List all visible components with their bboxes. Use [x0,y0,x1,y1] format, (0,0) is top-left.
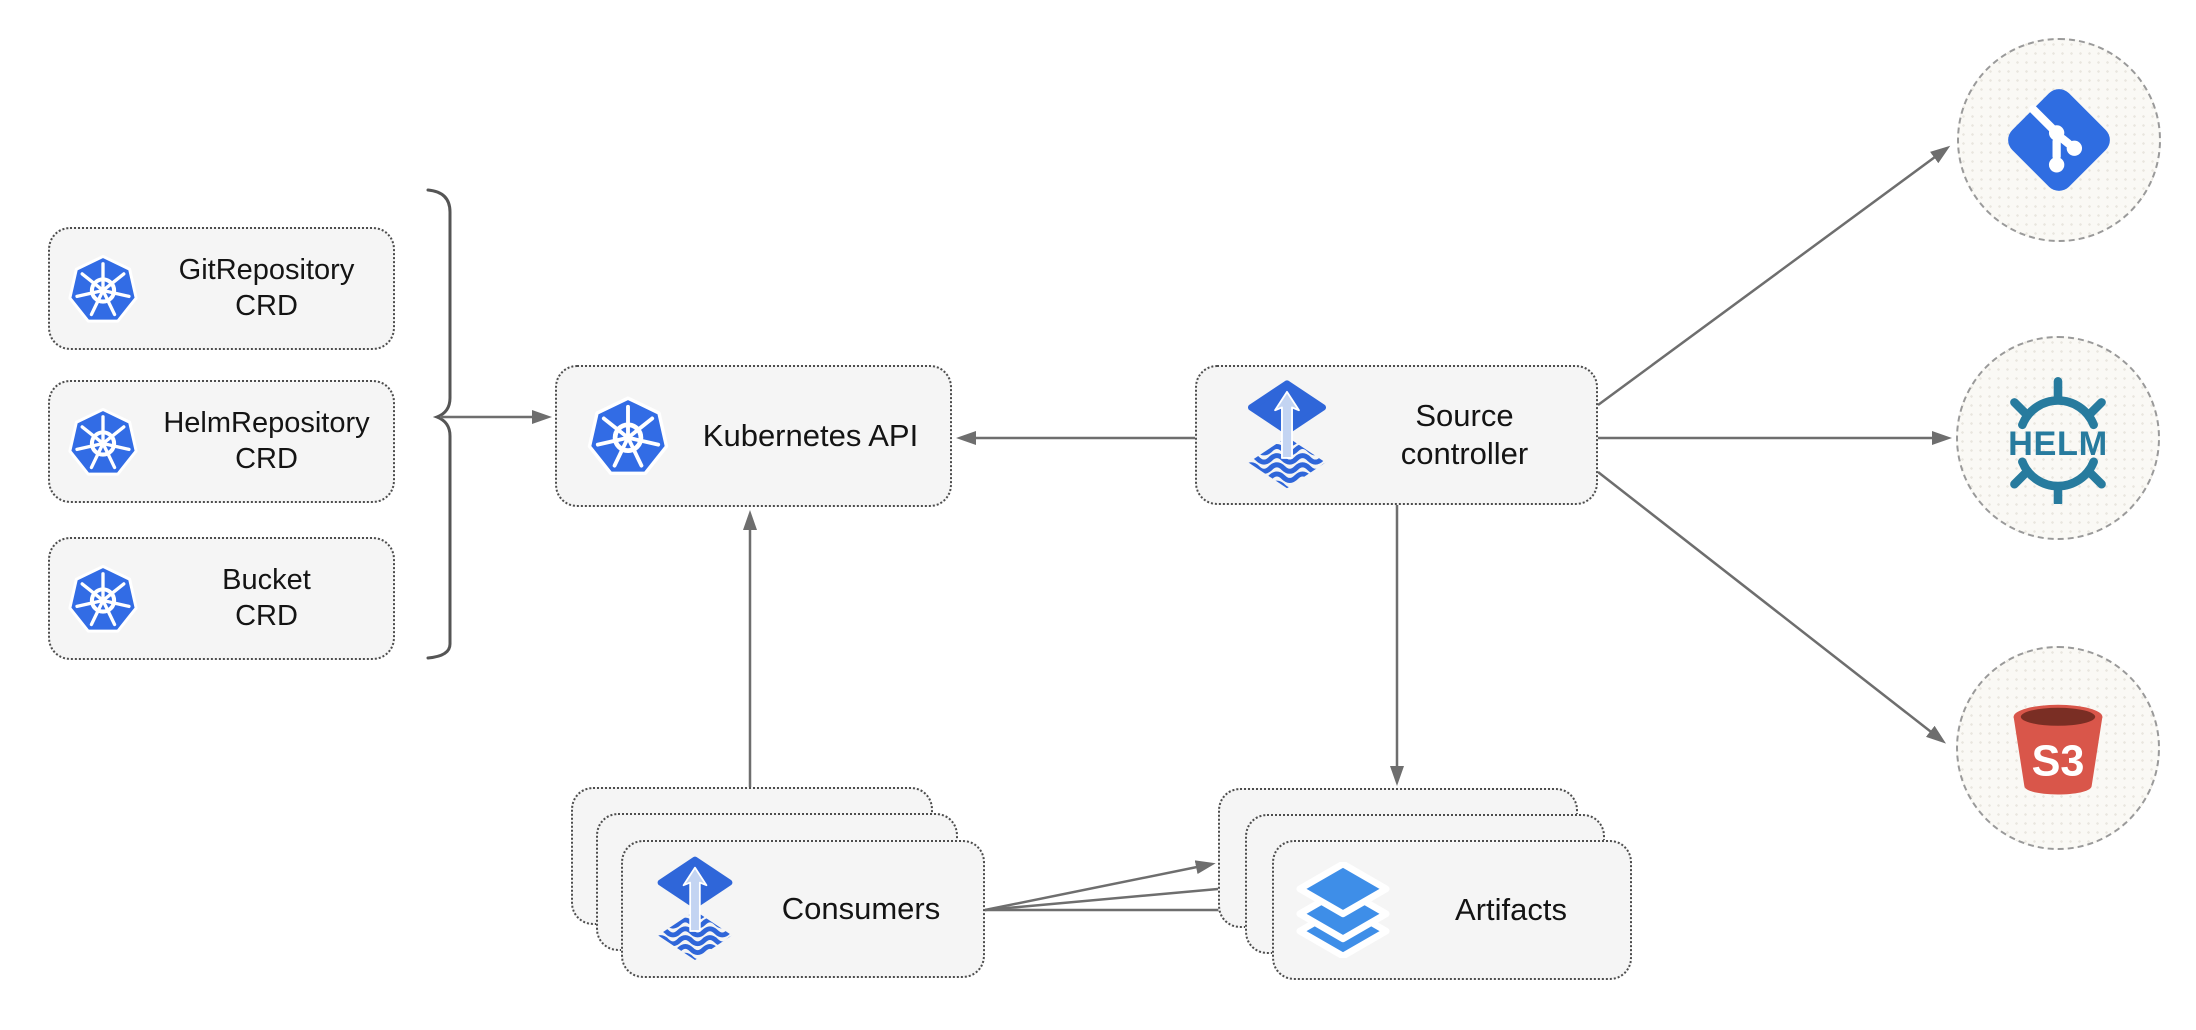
arrow-source-controller-to-git [1597,145,1951,407]
kubernetes-icon [66,252,140,326]
kubernetes-icon [585,393,671,479]
git-source-circle [1957,38,2161,242]
flux-icon [651,855,739,963]
helm-logo-text: HELM [2008,425,2108,463]
kubernetes-icon [66,405,140,479]
arrow-source-controller-to-s3 [1597,471,1947,744]
flux-icon [1241,379,1333,491]
helm-icon: HELM [1992,372,2124,504]
consumers-box: Consumers [621,840,985,978]
crd-group-bracket [426,188,452,660]
helm-source-circle: HELM [1956,336,2160,540]
git-icon [2000,81,2118,199]
artifacts-box: Artifacts [1272,840,1632,980]
s3-icon: S3 [1998,688,2118,808]
kubernetes-icon [66,562,140,636]
consumers-label: Consumers [781,891,941,927]
artifacts-label: Artifacts [1455,892,1567,928]
arrow-consumers-to-artifacts-1 [984,860,1216,912]
kubernetes-api-label: Kubernetes API [702,418,919,454]
kubernetes-api-box: Kubernetes API [555,365,952,507]
arrow-consumers-to-artifacts-2 [984,881,1243,912]
s3-logo-text: S3 [2032,738,2085,786]
s3-source-circle: S3 [1956,646,2160,850]
layers-icon [1294,862,1392,958]
